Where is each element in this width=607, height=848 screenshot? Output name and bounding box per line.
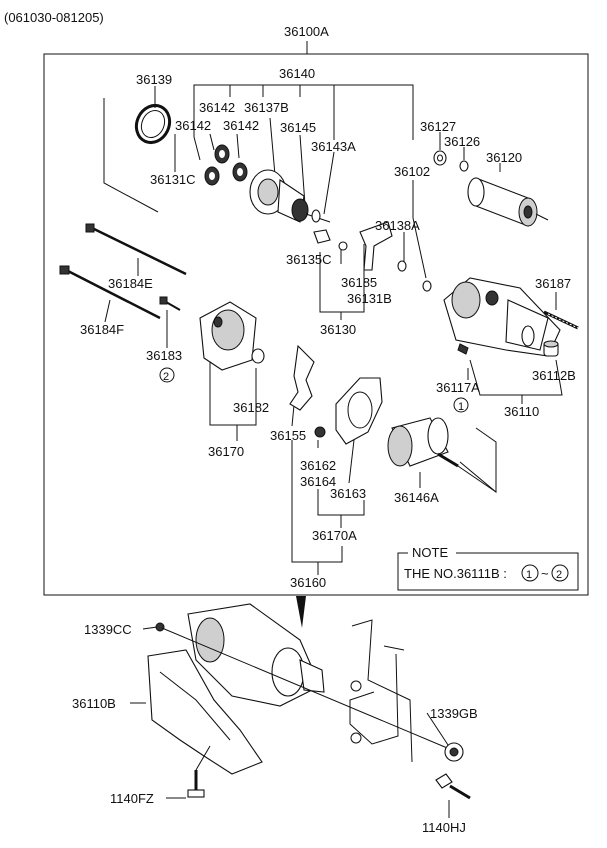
- label-36145: 36145: [280, 120, 316, 135]
- note-ref-circle-1: [453, 397, 469, 413]
- label-36102: 36102: [394, 164, 430, 179]
- note-range-sep: ~: [541, 566, 549, 581]
- label-36127: 36127: [420, 119, 456, 134]
- label-36170: 36170: [208, 444, 244, 459]
- rear-cover-36170: [199, 301, 265, 371]
- label-36183-note: 2: [163, 371, 169, 383]
- assembly-frame: [43, 53, 589, 596]
- label-36184E: 36184E: [108, 276, 153, 291]
- label-36143A: 36143A: [311, 139, 356, 154]
- label-36155: 36155: [270, 428, 306, 443]
- lever-parts: [313, 221, 432, 292]
- label-36135C: 36135C: [286, 252, 332, 267]
- label-36162: 36162: [300, 458, 336, 473]
- label-36120: 36120: [486, 150, 522, 165]
- label-36170A: 36170A: [312, 528, 357, 543]
- label-36160: 36160: [290, 575, 326, 590]
- solenoid-36120: [467, 177, 549, 227]
- brush-plate: [289, 344, 383, 445]
- label-36117A-note: 1: [458, 401, 464, 413]
- label-1140HJ: 1140HJ: [422, 820, 466, 835]
- label-36146A: 36146A: [394, 490, 439, 505]
- through-bolts: [59, 223, 187, 320]
- armature-36146A: [387, 417, 459, 468]
- bolt-36187: [543, 310, 579, 330]
- note-title: NOTE: [412, 545, 448, 560]
- note-box: NOTE THE NO.36111B : 1 ~ 2: [397, 545, 579, 591]
- label-36142-b: 36142: [175, 118, 211, 133]
- label-36112B: 36112B: [532, 368, 576, 383]
- label-36139: 36139: [136, 72, 172, 87]
- starter-assembly-lower: [147, 603, 471, 800]
- label-36131C: 36131C: [150, 172, 196, 187]
- label-1140FZ: 1140FZ: [110, 791, 154, 806]
- note-range-end: 2: [556, 569, 562, 581]
- gear-carrier: [249, 169, 331, 223]
- label-36142-c: 36142: [223, 118, 259, 133]
- label-36131B: 36131B: [347, 291, 392, 306]
- label-36138A: 36138A: [375, 218, 420, 233]
- note-text: THE NO.36111B :: [404, 566, 507, 581]
- label-36140: 36140: [279, 66, 315, 81]
- label-36183: 36183: [146, 348, 182, 363]
- label-36142-a: 36142: [199, 100, 235, 115]
- label-1339CC: 1339CC: [84, 622, 132, 637]
- label-36164: 36164: [300, 474, 336, 489]
- label-36110B: 36110B: [72, 696, 116, 711]
- planet-gears: [204, 144, 248, 186]
- label-36187: 36187: [535, 276, 571, 291]
- date-range-text: (061030-081205): [4, 10, 104, 25]
- bushing-36112B: [457, 340, 559, 357]
- leader-lines: [103, 84, 563, 818]
- screw-36183: [159, 296, 181, 311]
- label-36184F: 36184F: [80, 322, 124, 337]
- label-36117A: 36117A: [436, 380, 480, 395]
- label-36185: 36185: [341, 275, 377, 290]
- label-36126: 36126: [444, 134, 480, 149]
- label-36182: 36182: [233, 400, 269, 415]
- note-ref-circle-2: [159, 367, 175, 383]
- label-36163: 36163: [330, 486, 366, 501]
- note-range-start: 1: [526, 569, 532, 581]
- small-bushings: [433, 150, 469, 172]
- label-36110: 36110: [504, 404, 539, 419]
- drive-housing-36110: [443, 277, 561, 357]
- label-36137B: 36137B: [244, 100, 289, 115]
- label-36130: 36130: [320, 322, 356, 337]
- assembly-label: 36100A: [284, 24, 329, 39]
- label-1339GB: 1339GB: [430, 706, 478, 721]
- ring-36139: [134, 104, 172, 144]
